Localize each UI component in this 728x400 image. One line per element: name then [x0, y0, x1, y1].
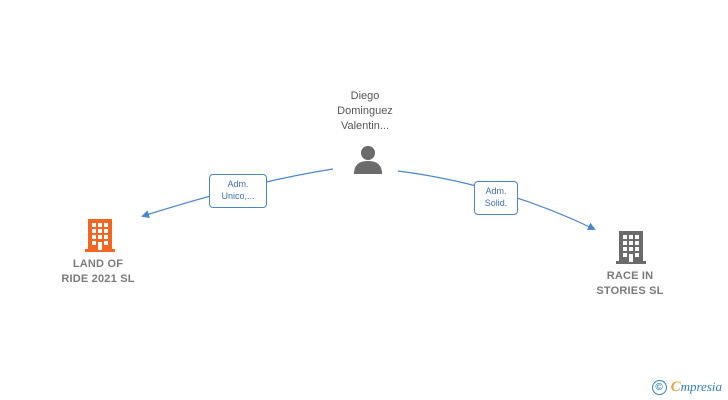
building-icon-land[interactable]: [84, 218, 116, 252]
company-race-name[interactable]: RACE IN STORIES SL: [596, 270, 664, 297]
person-name[interactable]: Diego Dominguez Valentin...: [337, 90, 393, 132]
edge-label-land-line2: Unico,...: [221, 191, 255, 201]
person-icon[interactable]: [352, 144, 384, 174]
edge-label-land-line1: Adm.: [227, 179, 249, 189]
company-land-name[interactable]: LAND OF RIDE 2021 SL: [61, 258, 135, 285]
brand-footer[interactable]: © Cmpresia: [651, 379, 722, 396]
edge-label-land[interactable]: Adm. Unico,...: [209, 174, 267, 208]
edge-label-race-line1: Adm.: [485, 186, 507, 196]
edge-label-race-line2: Solid.: [484, 198, 508, 208]
brand-logo: Cmpresia: [670, 379, 722, 395]
edge-label-race[interactable]: Adm. Solid.: [474, 181, 518, 215]
building-icon-race[interactable]: [615, 230, 647, 264]
copyright-icon: ©: [651, 380, 667, 395]
